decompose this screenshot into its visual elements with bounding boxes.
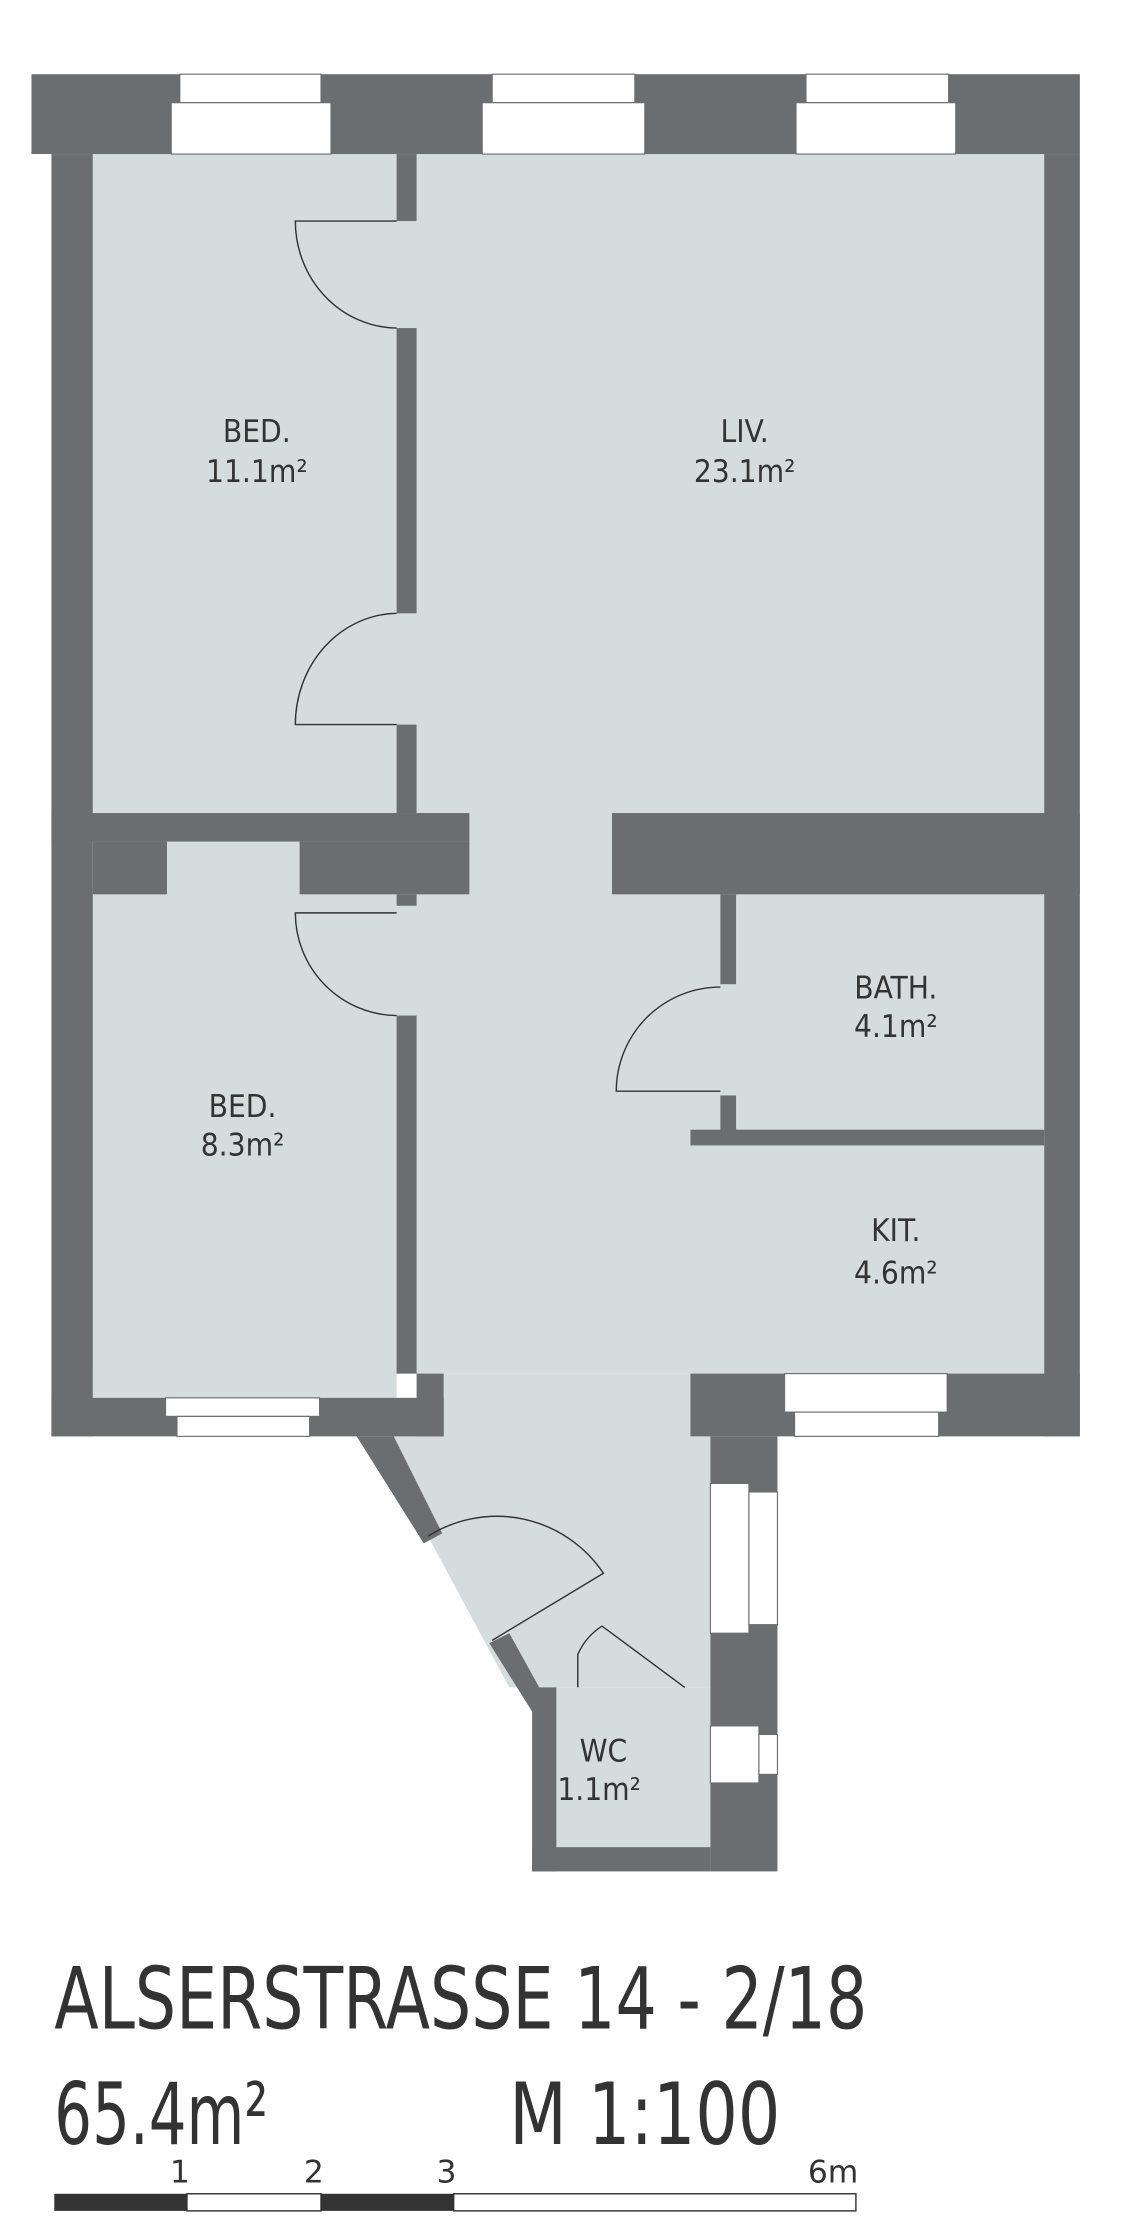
room-labels: BED. 11.1m² LIV. 23.1m² BED. 8.3m² BATH.…: [201, 414, 938, 1808]
door-bedroom1-bottom: [294, 612, 397, 726]
scale-text: M 1:100: [509, 2066, 780, 2165]
scale-label: 2: [304, 2154, 324, 2190]
door-bedroom2: [294, 912, 397, 1017]
room-area-bedroom1: 11.1m²: [206, 454, 308, 490]
room-area-living: 23.1m²: [694, 454, 796, 490]
room-name-wc: WC: [580, 1734, 628, 1770]
scale-segment: [452, 2193, 857, 2212]
scale-label: 1: [170, 2154, 190, 2190]
room-name-bedroom1: BED.: [223, 414, 291, 450]
room-name-bathroom: BATH.: [854, 970, 937, 1006]
scale-label: 3: [437, 2154, 457, 2190]
door-bathroom: [615, 986, 721, 1092]
door-entrance: [427, 1515, 605, 1641]
scale-bar: 1 2 3 6m: [54, 2154, 859, 2212]
door-wc: [577, 1625, 686, 1688]
room-area-bedroom2: 8.3m²: [201, 1127, 285, 1163]
scale-segment: [54, 2193, 187, 2211]
address-title: ALSERSTRASSE 14 - 2/18: [54, 1950, 867, 2049]
door-bedroom1-top: [294, 220, 397, 329]
scale-label: 6m: [808, 2154, 859, 2190]
scale-segment: [186, 2193, 322, 2212]
floor-areas: [92, 154, 1045, 1848]
doors: [294, 220, 721, 1688]
total-area: 65.4m²: [54, 2066, 268, 2165]
room-name-bedroom2: BED.: [209, 1089, 277, 1125]
room-area-bathroom: 4.1m²: [854, 1009, 938, 1045]
room-name-kitchen: KIT.: [871, 1213, 920, 1249]
room-name-living: LIV.: [721, 414, 769, 450]
windows: [164, 73, 957, 1784]
room-area-wc: 1.1m²: [557, 1772, 641, 1808]
scale-segment: [321, 2193, 454, 2211]
room-area-kitchen: 4.6m²: [854, 1256, 938, 1292]
